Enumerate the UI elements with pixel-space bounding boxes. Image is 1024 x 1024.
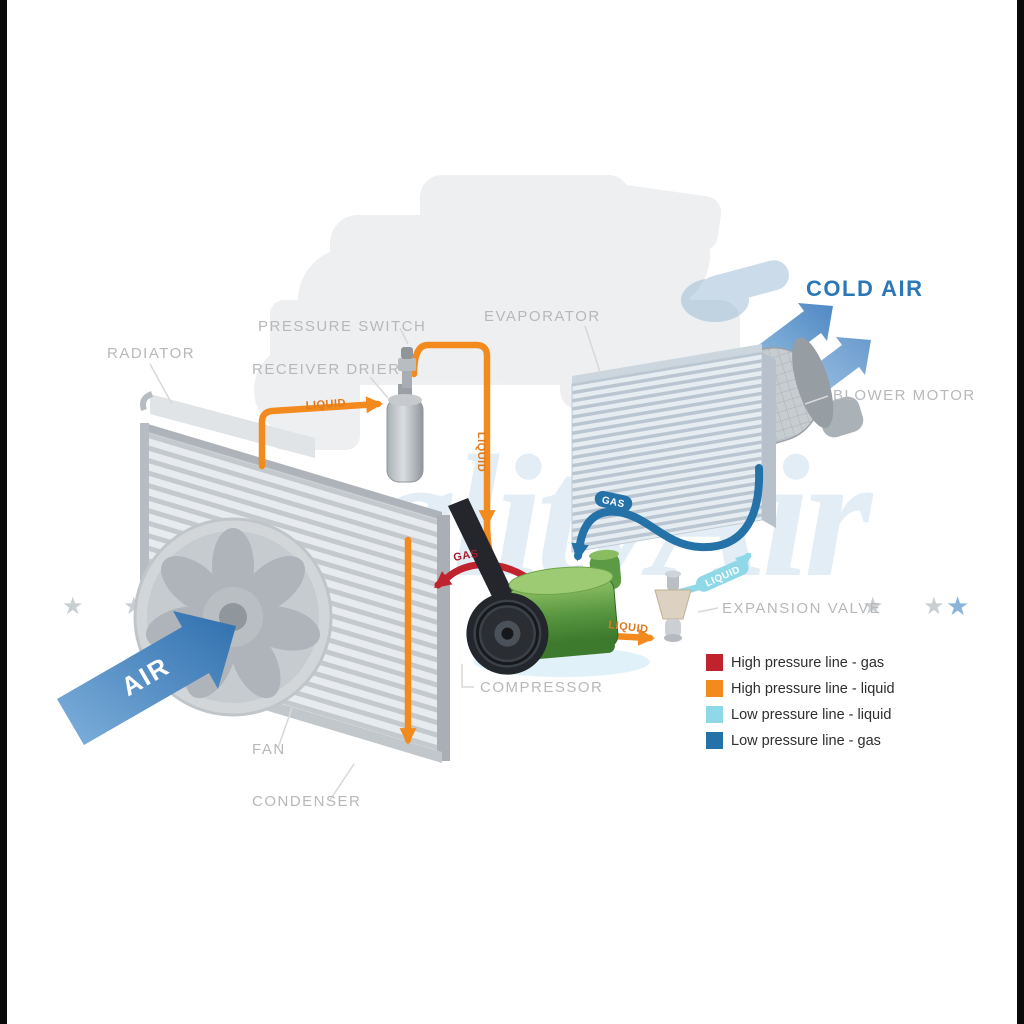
fan-blade: [212, 528, 254, 604]
radiator-hook: [140, 391, 154, 411]
radiator-leader: [149, 363, 173, 405]
pressure-switch: [398, 347, 416, 388]
pipe-label-gas-discharge: GAS: [452, 548, 479, 564]
legend-item: Low pressure line - gas: [706, 732, 881, 749]
pipe-label-text: GAS: [601, 495, 626, 511]
evaporator-side: [762, 352, 776, 528]
legend-item: High pressure line - gas: [706, 654, 884, 671]
pipe-label-liquid-drier: LIQUID: [305, 397, 346, 412]
condenser-label: CONDENSER: [252, 793, 361, 810]
pressure-switch-label: PRESSURE SWITCH: [258, 318, 426, 335]
cold-air-label: COLD AIR: [806, 276, 924, 301]
evaporator-core: [571, 351, 763, 553]
expansion-valve: [654, 570, 692, 642]
condenser-leader: [329, 763, 355, 801]
receiver-drier-label: RECEIVER DRIER: [252, 361, 401, 378]
evaporator-label: EVAPORATOR: [484, 308, 601, 325]
blower-motor-leader: [804, 395, 829, 405]
receiver-drier: [386, 384, 424, 483]
legend-swatch-high-pressure-liquid: [706, 680, 723, 697]
legend-swatch-low-pressure-gas: [706, 732, 723, 749]
compressor-label: COMPRESSOR: [480, 679, 603, 696]
evaporator: [571, 344, 776, 553]
evaporator-leader: [584, 325, 601, 373]
receiver-drier-leader: [369, 376, 389, 399]
drier-top: [388, 394, 422, 406]
pressure-switch-leader: [399, 327, 409, 345]
radiator: [140, 391, 315, 458]
legend-label: Low pressure line - gas: [731, 733, 881, 749]
compressor-belt: [448, 498, 517, 611]
pipe-label-bg: [594, 490, 633, 512]
valve-bottom-cap: [664, 634, 682, 642]
radiator-label: RADIATOR: [107, 345, 195, 362]
switch-stem: [402, 370, 412, 388]
compressor-top: [508, 566, 614, 596]
left-edge-bar: [0, 0, 7, 1024]
compressor-rear-cap: [588, 549, 619, 561]
engine-intake-ghost: [681, 260, 789, 322]
compressor-shaft: [501, 627, 514, 640]
valve-stem: [667, 574, 679, 590]
valve-tube: [665, 619, 681, 637]
blower-cage-end: [792, 337, 834, 428]
high-pressure-liquid-line-drop: [410, 341, 496, 528]
fan-leader: [277, 707, 293, 749]
switch-cap: [401, 347, 413, 359]
pipe-label-gas-suction: GAS: [594, 490, 633, 512]
legend-label: High pressure line - gas: [731, 655, 884, 671]
pipe-label-bg: [696, 559, 749, 592]
fan-label: FAN: [252, 741, 286, 758]
drier-canister: [386, 397, 424, 483]
legend-swatch-low-pressure-liquid: [706, 706, 723, 723]
air-arrow-icon: [57, 611, 236, 745]
valve-body: [654, 589, 692, 620]
expansion-valve-label: EXPANSION VALVE: [722, 600, 881, 617]
switch-nut: [398, 358, 416, 371]
expansion-valve-leader: [697, 607, 719, 613]
compressor-leader: [461, 664, 474, 688]
compressor-pulley-groove: [475, 602, 539, 666]
watermark-star-accent: ★: [946, 592, 969, 622]
legend-label: High pressure line - liquid: [731, 681, 895, 697]
legend-swatch-high-pressure-gas: [706, 654, 723, 671]
legend-label: Low pressure line - liquid: [731, 707, 891, 723]
valve-stem-cap: [665, 570, 681, 578]
watermark-stars-right: ★ ★: [862, 592, 961, 620]
low-pressure-gas-line: [571, 464, 764, 562]
blower-motor-label: BLOWER MOTOR: [833, 387, 976, 404]
legend: High pressure line - gas High pressure l…: [706, 654, 895, 749]
condenser-right-frame: [437, 515, 450, 761]
radiator-body: [150, 394, 315, 458]
leader-lines: [149, 325, 829, 801]
condenser-left-frame: [140, 423, 149, 677]
evaporator-top-edge: [572, 344, 762, 385]
high-pressure-liquid-line-to-drier: [258, 396, 384, 470]
legend-item: High pressure line - liquid: [706, 680, 895, 697]
compressor-unit: [466, 549, 622, 675]
legend-item: Low pressure line - liquid: [706, 706, 891, 723]
right-edge-bar: [1017, 0, 1024, 1024]
pipe-label-liquid-valve: LIQUID: [608, 619, 649, 636]
pipe-label-liquid-drop: LIQUID: [475, 432, 487, 472]
